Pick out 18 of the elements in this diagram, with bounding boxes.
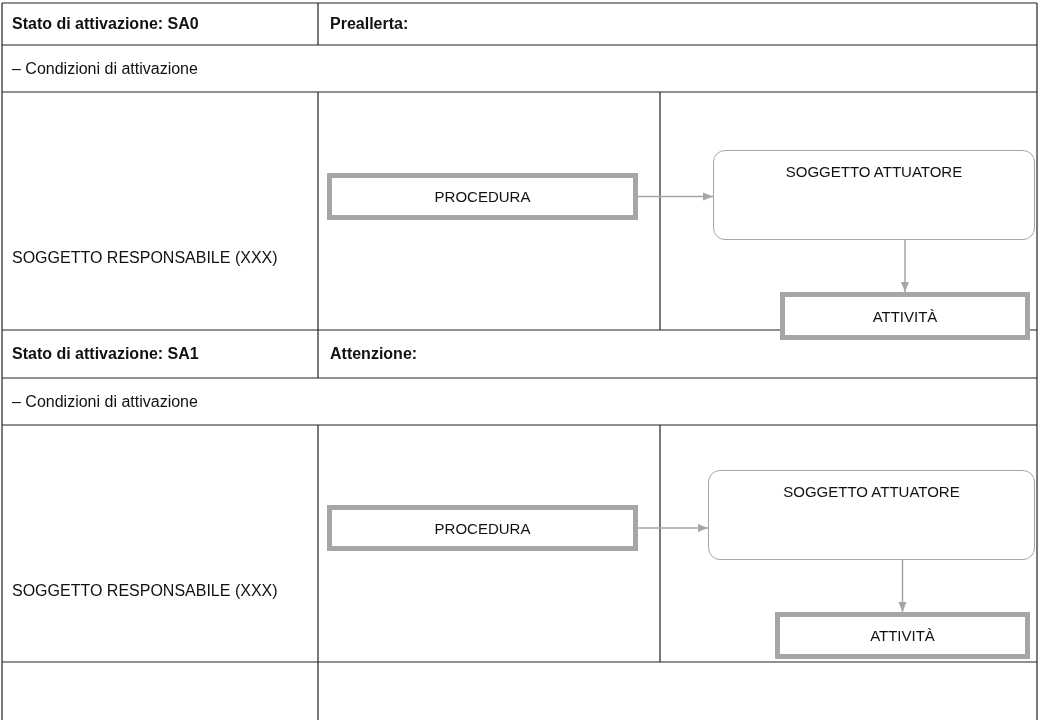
arrow [898, 559, 907, 613]
row-label: SOGGETTO RESPONSABILE (XXX) [12, 248, 278, 268]
table-header: Preallerta: [330, 14, 409, 34]
arrow [900, 239, 910, 293]
procedure-box: ATTIVITÀ [775, 612, 1030, 659]
row-heading: – Condizioni di attivazione [12, 59, 198, 79]
arrow [637, 192, 714, 201]
procedure-box: PROCEDURA [327, 173, 638, 220]
arrow [637, 523, 709, 533]
row-heading: – Condizioni di attivazione [12, 392, 198, 412]
row-label: SOGGETTO RESPONSABILE (XXX) [12, 581, 278, 601]
table-header: Attenzione: [330, 344, 418, 364]
procedure-box: ATTIVITÀ [780, 292, 1030, 340]
actor-box: SOGGETTO ATTUATORE [713, 150, 1035, 240]
table-header: Stato di attivazione: SA1 [12, 344, 199, 364]
table-header: Stato di attivazione: SA0 [12, 14, 199, 34]
actor-box: SOGGETTO ATTUATORE [708, 470, 1035, 560]
procedure-box: PROCEDURA [327, 505, 638, 551]
